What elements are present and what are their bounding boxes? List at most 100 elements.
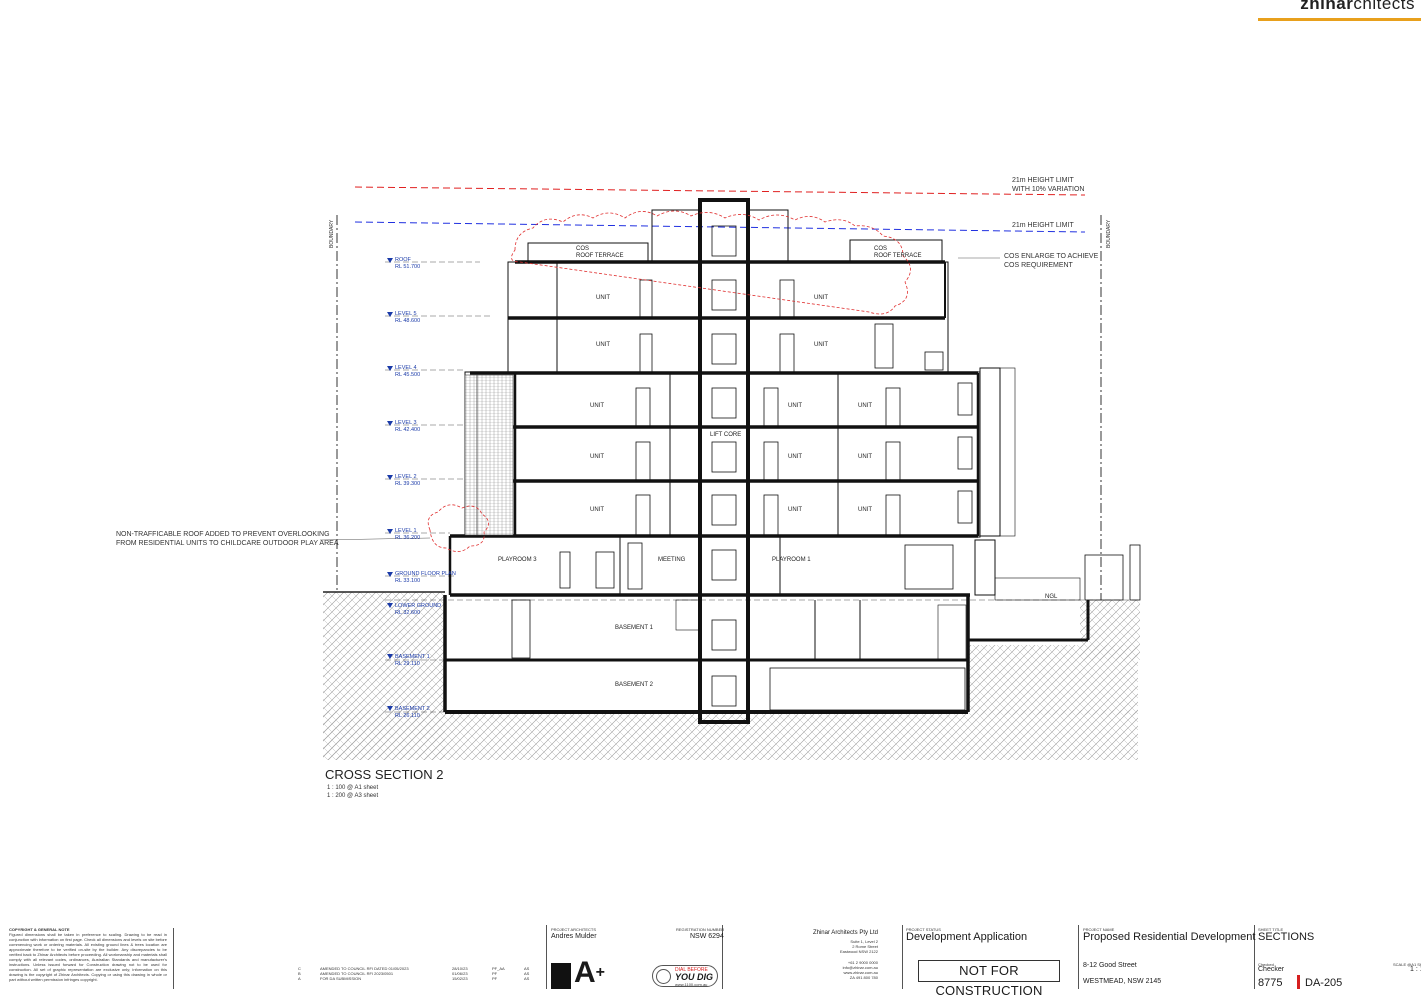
rev-c: C [298, 966, 301, 971]
boundary-label-left: BOUNDARY [329, 219, 335, 248]
level-rl-lower-ground: RL 32.600 [395, 610, 420, 616]
checked-label: Checked [1258, 962, 1274, 967]
revision-table: C AMENDED TO COUNCIL RFI DATED 01/05/2023… [298, 966, 538, 981]
room-label-unit-5a: UNIT [596, 295, 610, 301]
level-rl-1: RL 36.200 [395, 535, 420, 541]
project-address-1: 8-12 Good Street [1083, 962, 1137, 969]
rev-b-chk: AS [524, 971, 530, 976]
room-label-unit-3b: UNIT [788, 403, 802, 409]
rev-a-chk: AS [524, 976, 530, 981]
dial-before-you-dig-logo: DIAL BEFORE YOU DIG www.1100.com.au [652, 965, 718, 987]
cos-sub-left: ROOF TERRACE [576, 253, 624, 259]
height-limit-upper-2: WITH 10% VARIATION [1012, 186, 1084, 193]
dial-label: DIAL BEFORE [675, 967, 708, 973]
room-label-meeting: MEETING [658, 557, 686, 563]
level-rl-3: RL 42.400 [395, 427, 420, 433]
rev-b-date: 01/06/23 [452, 971, 468, 976]
room-label-unit-4b: UNIT [814, 342, 828, 348]
level-name-lower-ground: LOWER GROUND [395, 603, 441, 609]
drawing-number-marker [1297, 975, 1300, 989]
room-label-unit-1b: UNIT [788, 507, 802, 513]
rev-c-date: 28/10/23 [452, 966, 468, 971]
rev-c-chk: AS [524, 966, 530, 971]
room-label-unit-1c: UNIT [858, 507, 872, 513]
level-name-1: LEVEL 1 [395, 528, 417, 534]
room-label-unit-3c: UNIT [858, 403, 872, 409]
project-name-label: PROJECT NAME [1083, 927, 1115, 932]
sheet-title-label: SHEET TITLE [1258, 927, 1284, 932]
architects-board-logo [551, 963, 571, 989]
room-label-unit-2a: UNIT [590, 454, 604, 460]
room-label-basement2: BASEMENT 2 [615, 682, 654, 688]
registration-label: REGISTRATION NUMBER [676, 927, 725, 932]
firm-address-2: 2 Rome Street [852, 944, 878, 949]
room-label-unit-4a: UNIT [596, 342, 610, 348]
cos-label-left: COS [576, 246, 589, 252]
firm-name: Zhinar Architects Pty Ltd [812, 930, 878, 936]
boundary-label-right: BOUNDARY [1106, 219, 1112, 248]
project-name: Proposed Residential Development [1083, 931, 1256, 943]
rev-a-date: 15/02/23 [452, 976, 468, 981]
firm-address-3: Eastwood NSW 2122 [839, 949, 878, 954]
not-for-construction-stamp: NOT FOR CONSTRUCTION [918, 960, 1060, 998]
room-label-playroom3: PLAYROOM 3 [498, 557, 537, 563]
rev-c-desc: AMENDED TO COUNCIL RFI DATED 01/05/2023 [320, 966, 409, 971]
scale-label: SCALE @A1 SHEET [1393, 962, 1421, 967]
firm-logo: zhinarchitects [1258, 0, 1421, 21]
ngl-label: NGL [1045, 594, 1058, 600]
firm-email: info@zhinar.com.au [842, 965, 878, 970]
level-rl-4: RL 45.500 [395, 372, 420, 378]
room-label-unit-2b: UNIT [788, 454, 802, 460]
left-facade [448, 374, 514, 595]
level-rl-basement1: RL 29.110 [395, 661, 420, 667]
firm-contact: +61 2 9000 0000 info@zhinar.com.au www.z… [790, 960, 878, 980]
level-name-basement1: BASEMENT 1 [395, 654, 430, 660]
title-block [0, 925, 1421, 989]
level-name-4: LEVEL 4 [395, 365, 417, 371]
firm-abn: ZA 491 800 780 [849, 975, 878, 980]
project-architects-label: PROJECT ARCHITECTS [551, 927, 597, 932]
a-plus-logo: A+ [574, 956, 606, 989]
firm-address: Suite 1, Level 2 2 Rome Street Eastwood … [790, 939, 878, 954]
level-name-basement2: BASEMENT 2 [395, 706, 430, 712]
cos-sub-right: ROOF TERRACE [874, 253, 922, 259]
room-label-basement1: BASEMENT 1 [615, 625, 654, 631]
section-scale-a3: 1 : 200 @ A3 sheet [327, 793, 378, 799]
room-label-lift-core: LIFT CORE [710, 432, 741, 438]
level-name-roof: ROOF [395, 257, 412, 263]
firm-address-1: Suite 1, Level 2 [850, 939, 878, 944]
project-architects: Andres Mulder [551, 933, 597, 940]
dial-url: www.1100.com.au [675, 982, 708, 987]
room-label-unit-5b: UNIT [814, 295, 828, 301]
level-name-ground: GROUND FLOOR PLAN [395, 571, 456, 577]
logo-light: chitects [1353, 0, 1415, 13]
building [443, 198, 1141, 724]
rev-a-by: PF [492, 976, 498, 981]
sheet-title: SECTIONS [1258, 931, 1315, 943]
ground-hatch [323, 591, 1140, 760]
scale-value: 1 : 1 [1410, 966, 1421, 973]
room-label-unit-3a: UNIT [590, 403, 604, 409]
level-name-5: LEVEL 5 [395, 311, 417, 317]
section-title: CROSS SECTION 2 [325, 767, 443, 782]
room-label-unit-1a: UNIT [590, 507, 604, 513]
firm-web: www.zhinar.com.au [843, 970, 878, 975]
height-limit-upper-1: 21m HEIGHT LIMIT [1012, 177, 1074, 184]
section-scale-a1: 1 : 100 @ A1 sheet [327, 785, 378, 791]
rev-a-desc: FOR DA SUBMISSION [320, 976, 362, 981]
room-label-unit-2c: UNIT [858, 454, 872, 460]
roof-note-2: FROM RESIDENTIAL UNITS TO CHILDCARE OUTD… [116, 540, 339, 547]
rev-b: B [298, 971, 301, 976]
boundary-lines [336, 215, 1102, 600]
cloud-markups [427, 210, 911, 552]
level-rl-roof: RL 51.700 [395, 264, 420, 270]
general-note: Figured dimensions shall be taken in pre… [9, 932, 167, 982]
general-note-title: COPYRIGHT & GENERAL NOTE [9, 927, 70, 932]
rev-a: A [298, 976, 301, 981]
status-label: PROJECT STATUS [906, 927, 941, 932]
height-limit-lines [354, 186, 1086, 233]
room-label-playroom1: PLAYROOM 1 [772, 557, 811, 563]
firm-phone: +61 2 9000 0000 [847, 960, 878, 965]
level-rl-2: RL 39.300 [395, 481, 420, 487]
drawing-number: DA-205 [1305, 977, 1343, 989]
